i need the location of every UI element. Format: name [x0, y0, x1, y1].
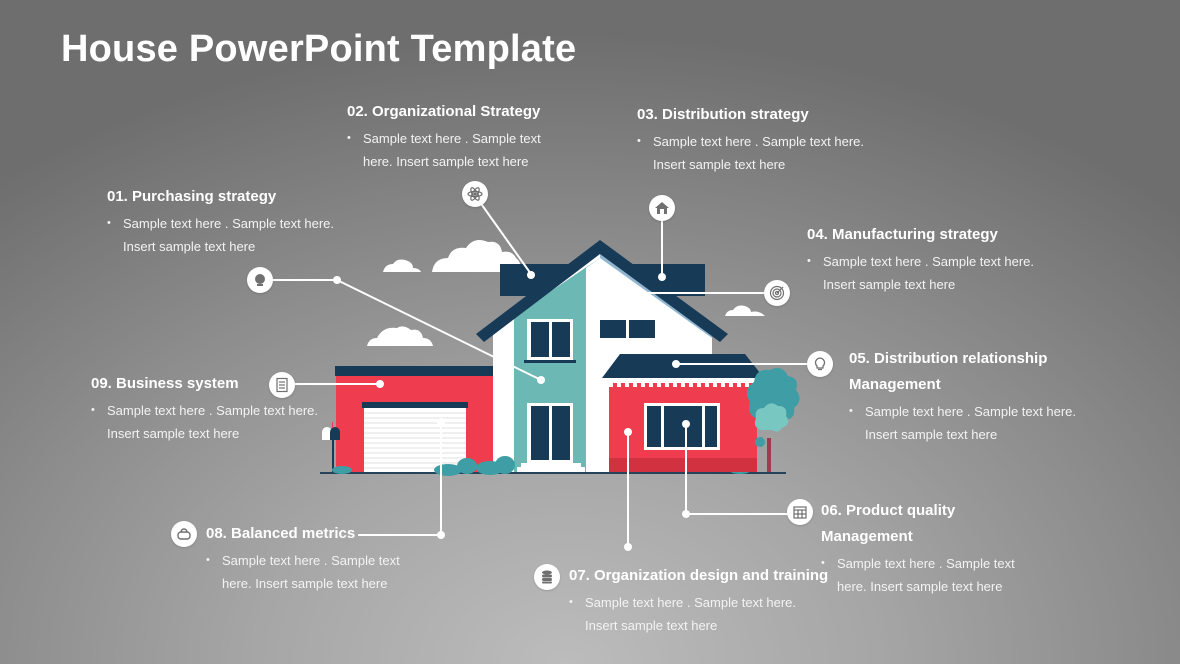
house-icon	[649, 195, 675, 221]
item-heading: 07. Organization design and training	[569, 567, 829, 584]
item-04: 04. Manufacturing strategy Sample text h…	[807, 222, 1047, 296]
router-icon	[171, 521, 197, 547]
item-body: Sample text here . Sample text here. Ins…	[347, 127, 552, 173]
document-icon	[269, 372, 295, 398]
item-06: 06. Product quality Management Sample te…	[821, 498, 1021, 598]
item-heading: 08. Balanced metrics	[206, 525, 356, 542]
item-02: 02. Organizational Strategy Sample text …	[347, 99, 552, 173]
slide-title: House PowerPoint Template	[61, 28, 577, 70]
item-03: 03. Distribution strategy Sample text he…	[637, 102, 877, 176]
item-body: Sample text here . Sample text here. Ins…	[807, 250, 1047, 296]
item-body: Sample text here . Sample text here. Ins…	[637, 130, 877, 176]
item-heading: 05. Distribution relationship Management	[849, 350, 1048, 393]
lightbulb-icon	[807, 351, 833, 377]
item-05: 05. Distribution relationship Management…	[849, 346, 1089, 446]
item-08: 08. Balanced metrics Sample text here . …	[206, 521, 416, 595]
item-body: Sample text here . Sample text here. Ins…	[107, 212, 347, 258]
item-heading: 09. Business system	[91, 375, 239, 392]
item-heading: 04. Manufacturing strategy	[807, 226, 998, 243]
cloud-icon	[367, 240, 765, 346]
item-body: Sample text here . Sample text here. Ins…	[821, 552, 1021, 598]
item-body: Sample text here . Sample text here. Ins…	[569, 591, 815, 637]
item-heading: 06. Product quality Management	[821, 502, 956, 545]
webcam-icon	[247, 267, 273, 293]
target-icon	[764, 280, 790, 306]
item-07: 07. Organization design and training Sam…	[569, 563, 829, 637]
tree-icon	[746, 368, 800, 472]
item-heading: 01. Purchasing strategy	[107, 188, 277, 205]
item-body: Sample text here . Sample text here. Ins…	[206, 549, 412, 595]
item-heading: 03. Distribution strategy	[637, 106, 809, 123]
item-01: 01. Purchasing strategy Sample text here…	[107, 184, 347, 258]
item-body: Sample text here . Sample text here. Ins…	[849, 400, 1089, 446]
item-body: Sample text here . Sample text here. Ins…	[91, 399, 331, 445]
item-09: 09. Business system Sample text here . S…	[91, 371, 331, 445]
calendar-icon	[787, 499, 813, 525]
item-heading: 02. Organizational Strategy	[347, 103, 541, 120]
database-icon	[534, 564, 560, 590]
atom-icon	[462, 181, 488, 207]
